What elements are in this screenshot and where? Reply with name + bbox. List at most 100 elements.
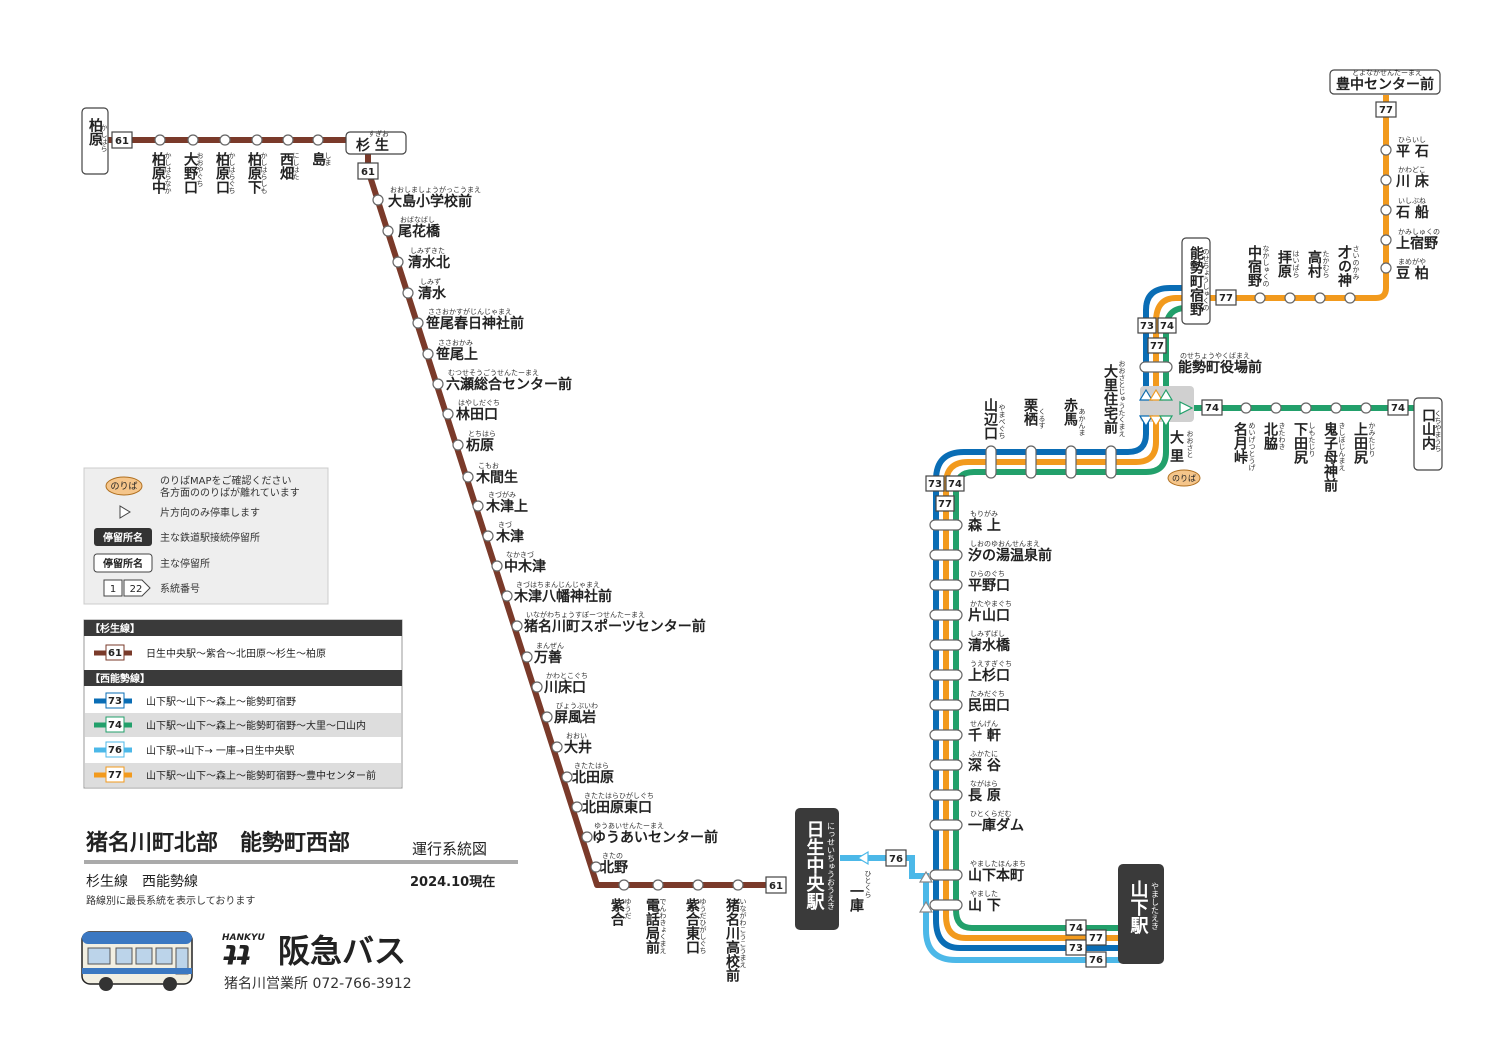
svg-text:やました: やました bbox=[970, 890, 998, 898]
stop-nose-shukuno: 能勢町宿野 のせちょうしゅくの bbox=[1181, 237, 1211, 325]
svg-text:73: 73 bbox=[928, 479, 942, 490]
svg-text:能勢町役場前: 能勢町役場前 bbox=[1178, 359, 1262, 376]
svg-text:紫合東口: 紫合東口 bbox=[684, 897, 700, 954]
svg-text:猪名川高校前: 猪名川高校前 bbox=[724, 897, 741, 983]
svg-text:なかきづ: なかきづ bbox=[506, 550, 534, 559]
stop-kuchiyamauchi: 口山内 くちやまうち bbox=[1413, 397, 1443, 471]
route-77-line bbox=[943, 95, 1389, 941]
svg-text:民田口: 民田口 bbox=[968, 698, 1010, 714]
svg-text:木津上: 木津上 bbox=[485, 498, 528, 515]
svg-text:にっせいちゅうおうえき: にっせいちゅうおうえき bbox=[827, 822, 836, 910]
stop-nose-yakuba: のせちょうやくばまえ 能勢町役場前 bbox=[1178, 351, 1262, 376]
svg-text:山下駅～山下～森上～能勢町宿野～豊中センター前: 山下駅～山下～森上～能勢町宿野～豊中センター前 bbox=[146, 769, 376, 782]
svg-text:片方向のみ停車します: 片方向のみ停車します bbox=[160, 506, 260, 519]
svg-text:77: 77 bbox=[1089, 933, 1103, 944]
stop-yamashita-station: 山下駅 やましたえき bbox=[1118, 864, 1164, 964]
svg-text:山辺口: 山辺口 bbox=[982, 398, 998, 440]
svg-text:しもたじり: しもたじり bbox=[1308, 422, 1316, 457]
svg-text:73: 73 bbox=[1140, 321, 1154, 332]
stop-labels-61-bottom: 紫合 ゆうだ 電話局前 でんわきょくまえ 紫合東口 ゆうだひがしぐち 猪名川高校… bbox=[609, 897, 747, 983]
svg-text:さいのかみ: さいのかみ bbox=[1352, 245, 1360, 280]
route-76-line bbox=[840, 855, 1120, 963]
svg-text:こもお: こもお bbox=[478, 462, 499, 470]
svg-text:77: 77 bbox=[938, 499, 952, 510]
svg-text:61: 61 bbox=[769, 881, 783, 892]
svg-text:島: 島 bbox=[310, 151, 326, 167]
svg-text:柏原口: 柏原口 bbox=[214, 151, 230, 194]
svg-text:山下本町: 山下本町 bbox=[968, 867, 1024, 884]
svg-text:あかんま: あかんま bbox=[1078, 408, 1086, 436]
svg-text:かわどこ: かわどこ bbox=[1398, 166, 1426, 174]
svg-text:きしぼじんまえ: きしぼじんまえ bbox=[1338, 422, 1346, 471]
svg-text:61: 61 bbox=[108, 648, 122, 659]
svg-text:おおやぐち: おおやぐち bbox=[196, 152, 204, 187]
svg-text:電話局前: 電話局前 bbox=[644, 897, 660, 955]
svg-text:74: 74 bbox=[1205, 403, 1219, 414]
svg-text:上田尻: 上田尻 bbox=[1352, 422, 1368, 465]
svg-text:かたやまぐち: かたやまぐち bbox=[970, 600, 1012, 608]
svg-text:おばなばし: おばなばし bbox=[400, 215, 435, 224]
oneway-triangle-icon bbox=[119, 505, 131, 519]
svg-text:76: 76 bbox=[889, 854, 903, 865]
stop-hitokura: 76 一庫 ひとくら bbox=[848, 849, 934, 913]
svg-text:紫合: 紫合 bbox=[609, 897, 625, 927]
svg-text:2024.10現在: 2024.10現在 bbox=[410, 874, 495, 890]
svg-text:北田原東口: 北田原東口 bbox=[582, 799, 652, 816]
svg-text:くちやまうち: くちやまうち bbox=[1434, 410, 1442, 452]
svg-text:栗栖: 栗栖 bbox=[1022, 398, 1038, 427]
svg-text:深 谷: 深 谷 bbox=[968, 757, 1002, 774]
svg-text:やましたほんまち: やましたほんまち bbox=[970, 860, 1026, 868]
stop-sugio: 杉 生 すぎお bbox=[345, 129, 407, 155]
svg-text:1: 1 bbox=[110, 584, 116, 595]
svg-text:片山口: 片山口 bbox=[968, 607, 1010, 624]
svg-text:すぎお: すぎお bbox=[368, 129, 389, 138]
svg-text:汐の湯温泉前: 汐の湯温泉前 bbox=[968, 547, 1052, 564]
svg-text:ひらいし: ひらいし bbox=[1398, 136, 1426, 144]
svg-text:しおのゆおんせんまえ: しおのゆおんせんまえ bbox=[970, 540, 1040, 548]
svg-text:【杉生線】: 【杉生線】 bbox=[90, 622, 140, 635]
svg-text:上宿野: 上宿野 bbox=[1396, 235, 1438, 252]
svg-text:74: 74 bbox=[1069, 923, 1083, 934]
svg-text:柏原中: 柏原中 bbox=[150, 151, 166, 195]
hankyu-logo: HANKYU ʇʇ 阪急バス 猪名川営業所 072-766-3912 bbox=[222, 932, 412, 992]
svg-text:西畑: 西畑 bbox=[278, 152, 295, 181]
svg-text:川床口: 川床口 bbox=[543, 679, 586, 696]
svg-text:ささおかみ: ささおかみ bbox=[438, 339, 473, 347]
svg-text:74: 74 bbox=[948, 479, 962, 490]
svg-text:77: 77 bbox=[1150, 341, 1164, 352]
svg-text:猪名川町スポーツセンター前: 猪名川町スポーツセンター前 bbox=[523, 618, 706, 635]
trunk-stop-labels: もりがみ 森 上 しおのゆおんせんまえ 汐の湯温泉前 ひらのぐち 平野口 かたや… bbox=[968, 509, 1052, 914]
svg-text:たみだぐち: たみだぐち bbox=[970, 690, 1005, 698]
stop-toyonaka: 豊中センター前 とよなかせんたーまえ bbox=[1329, 69, 1441, 95]
svg-text:いながわちょうすぽーつせんたーまえ: いながわちょうすぽーつせんたーまえ bbox=[526, 610, 645, 619]
svg-text:平 石: 平 石 bbox=[1396, 144, 1429, 160]
upper-trunk-labels: 山辺口 やまべぐち 栗栖 くるす 赤馬 あかんま 大里住宅前 おおさとじゅうたく… bbox=[982, 360, 1126, 440]
svg-text:22: 22 bbox=[130, 584, 143, 595]
svg-text:のりば: のりば bbox=[110, 481, 137, 492]
svg-text:停留所名: 停留所名 bbox=[103, 557, 143, 570]
svg-text:77: 77 bbox=[1219, 293, 1233, 304]
route-badge-61: 61 61 61 bbox=[111, 131, 787, 894]
svg-text:かしはらぐち: かしはらぐち bbox=[228, 152, 236, 194]
svg-text:万善: 万善 bbox=[533, 649, 562, 666]
svg-text:大野口: 大野口 bbox=[182, 151, 198, 194]
svg-text:おおさとじゅうたくまえ: おおさとじゅうたくまえ bbox=[1118, 360, 1126, 437]
svg-text:かみたじり: かみたじり bbox=[1368, 422, 1376, 457]
svg-text:きづがみ: きづがみ bbox=[488, 490, 516, 499]
route-table: 【杉生線】 61 日生中央駅～紫合～北田原～杉生～柏原 【西能勢線】 73 山下… bbox=[83, 619, 403, 789]
svg-text:能勢町宿野: 能勢町宿野 bbox=[1188, 245, 1204, 317]
svg-text:主な鉄道駅接続停留所: 主な鉄道駅接続停留所 bbox=[160, 531, 260, 544]
svg-text:ながはら: ながはら bbox=[970, 779, 998, 788]
svg-text:まんぜん: まんぜん bbox=[536, 642, 564, 650]
svg-text:ひらのぐち: ひらのぐち bbox=[970, 570, 1005, 578]
svg-text:柏原下: 柏原下 bbox=[246, 151, 262, 195]
svg-text:系統番号: 系統番号 bbox=[160, 582, 200, 595]
svg-text:74: 74 bbox=[1160, 321, 1174, 332]
svg-text:むつせそうごうせんたーまえ: むつせそうごうせんたーまえ bbox=[448, 368, 539, 377]
svg-text:のりばMAPをご確認ください: のりばMAPをご確認ください bbox=[160, 474, 292, 487]
svg-text:せんげん: せんげん bbox=[970, 719, 998, 728]
svg-text:山下駅: 山下駅 bbox=[1128, 880, 1150, 935]
svg-text:尾花橋: 尾花橋 bbox=[398, 223, 441, 240]
svg-text:山下駅～山下～森上～能勢町宿野: 山下駅～山下～森上～能勢町宿野 bbox=[146, 695, 296, 708]
svg-text:杤原: 杤原 bbox=[466, 437, 494, 454]
